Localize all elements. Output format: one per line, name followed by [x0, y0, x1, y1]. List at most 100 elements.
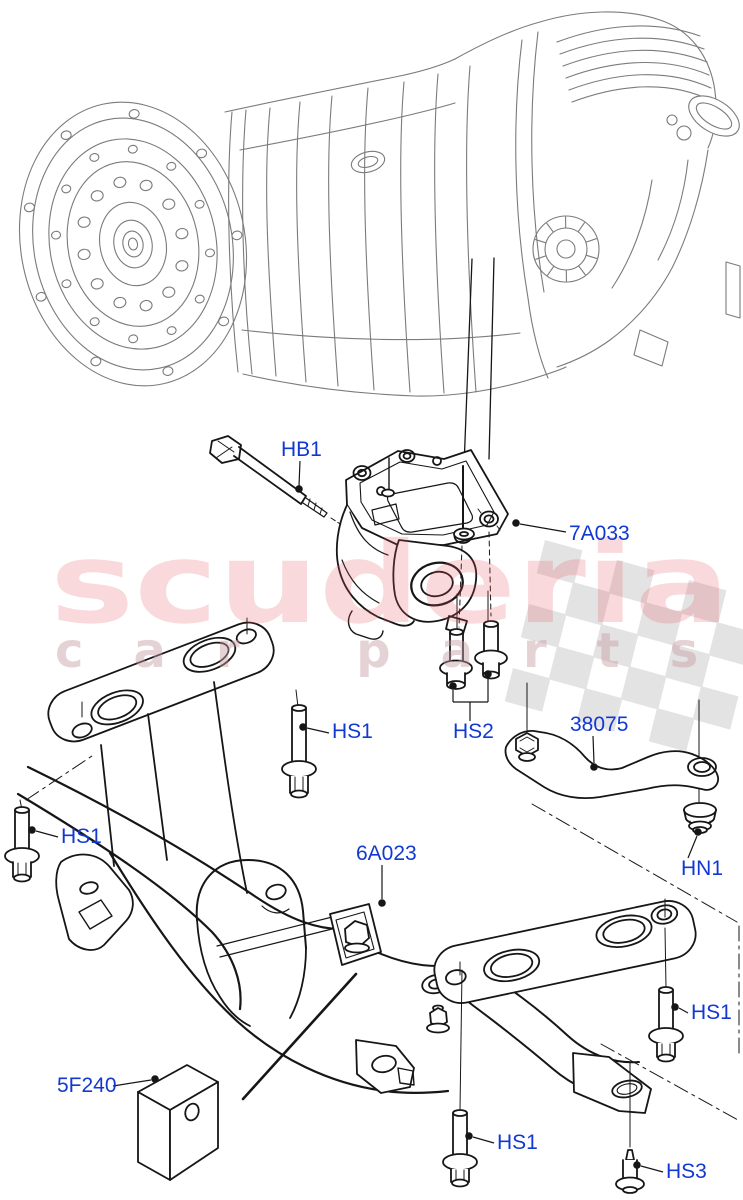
bolt-hs3 — [615, 1149, 645, 1194]
flag-cell — [648, 708, 695, 752]
flexplate-hole — [77, 216, 91, 228]
callout-leader-line — [640, 1165, 664, 1173]
part-label-HS1-d[interactable]: HS1 — [497, 1131, 538, 1154]
flexplate-hole — [166, 326, 177, 335]
flag-cell — [592, 624, 639, 668]
flexplate-hole — [90, 190, 104, 202]
part-label-HS3[interactable]: HS3 — [666, 1160, 707, 1183]
callout-dot — [449, 682, 457, 690]
part-label-38075[interactable]: 38075 — [570, 713, 628, 736]
callout-leader-line — [472, 1136, 495, 1144]
part-label-HN1[interactable]: HN1 — [681, 857, 723, 880]
part-label-HB1[interactable]: HB1 — [281, 438, 322, 461]
engine-mount-illustration — [335, 449, 509, 640]
callout-leader-line — [112, 1079, 152, 1087]
checkered-flag-watermark — [504, 540, 743, 752]
flexplate-hole — [61, 279, 72, 289]
damper-position-pointer — [241, 972, 358, 1101]
flexplate-hole — [61, 184, 72, 194]
flexplate-hole — [162, 366, 174, 376]
part-label-7A033[interactable]: 7A033 — [569, 522, 630, 545]
flexplate-hole — [194, 199, 205, 209]
flexplate-hole — [77, 248, 91, 261]
flag-cell — [520, 604, 567, 648]
flexplate-hole — [51, 230, 62, 240]
damper-box-5f240 — [137, 1064, 219, 1181]
nut-hn1 — [683, 802, 717, 834]
flag-cell — [548, 646, 595, 690]
part-label-HS1-a[interactable]: HS1 — [332, 720, 373, 743]
callout-dot — [671, 1003, 679, 1011]
callout-leader-line — [519, 523, 567, 533]
flag-cell — [564, 582, 611, 626]
flexplate-hole — [128, 334, 139, 344]
flexplate-hole — [60, 130, 72, 141]
callout-leader-line — [298, 460, 301, 487]
flexplate-hole — [162, 198, 176, 210]
flexplate-hole — [23, 202, 35, 213]
flag-cell — [636, 602, 683, 646]
part-label-HS1-b[interactable]: HS1 — [61, 825, 102, 848]
bracket-38075 — [504, 682, 719, 804]
flexplate-hole — [139, 179, 153, 192]
callout-leader-line — [687, 835, 698, 859]
flag-cell — [576, 688, 623, 732]
bolt-hb1 — [209, 435, 352, 532]
flexplate-hole — [162, 286, 176, 298]
flexplate-hole — [139, 299, 153, 312]
flag-cell — [504, 668, 551, 712]
part-label-5F240[interactable]: 5F240 — [57, 1074, 117, 1097]
flexplate-hole — [175, 260, 189, 272]
flexplate-hole — [113, 296, 127, 309]
flag-cell — [620, 666, 667, 710]
callout-leader-line — [306, 727, 330, 734]
bolt-hs1-right — [648, 986, 684, 1063]
callout-leader-line — [678, 1007, 689, 1014]
part-label-HS2[interactable]: HS2 — [453, 720, 494, 743]
flexplate-hole — [35, 291, 47, 302]
rotor-fin — [585, 254, 598, 260]
callout-dot — [633, 1161, 641, 1169]
rotor-fin — [535, 255, 547, 260]
flexplate-hole — [89, 317, 100, 327]
assembly-leader-lines — [463, 257, 495, 468]
rotor-fin — [546, 222, 554, 233]
callout-dot — [694, 828, 702, 836]
brand-watermark-subtext: car parts — [55, 623, 743, 679]
axis-lines — [25, 753, 740, 1121]
callout-leader-line — [592, 735, 595, 764]
flexplate-hole — [231, 230, 243, 241]
callout-dot — [28, 826, 36, 834]
bolt-hs1-bottom — [442, 1109, 478, 1188]
callout-dot — [299, 723, 307, 731]
flexplate-hole — [196, 148, 208, 159]
flexplate-hole — [166, 161, 177, 171]
flag-cell — [680, 580, 727, 624]
flexplate-hole — [194, 294, 205, 304]
rotor-fin — [585, 238, 597, 243]
callout-dot — [378, 899, 386, 907]
callout-dot — [295, 485, 303, 493]
rotor-fin — [534, 238, 547, 244]
flexplate-hole — [127, 144, 138, 154]
bolt-axis-lines — [459, 927, 667, 1148]
bolt-hs1-left — [4, 799, 40, 883]
flag-cell — [692, 686, 739, 730]
flexplate-hole — [113, 176, 127, 189]
transfer-output-rotor — [532, 215, 600, 283]
flexplate-hole — [90, 356, 102, 367]
callout-dot — [465, 1132, 473, 1140]
callout-leader-line — [35, 830, 59, 838]
flexplate-hole — [128, 109, 140, 119]
callout-dot — [590, 763, 598, 771]
part-label-HS1-c[interactable]: HS1 — [691, 1001, 732, 1024]
brand-watermark-text: scuderia — [50, 519, 730, 649]
rotor-fin — [577, 222, 585, 233]
rotor-fin — [547, 265, 555, 276]
part-label-6A023[interactable]: 6A023 — [356, 842, 417, 865]
bell-housing — [18, 101, 248, 387]
flag-cell — [664, 644, 711, 688]
